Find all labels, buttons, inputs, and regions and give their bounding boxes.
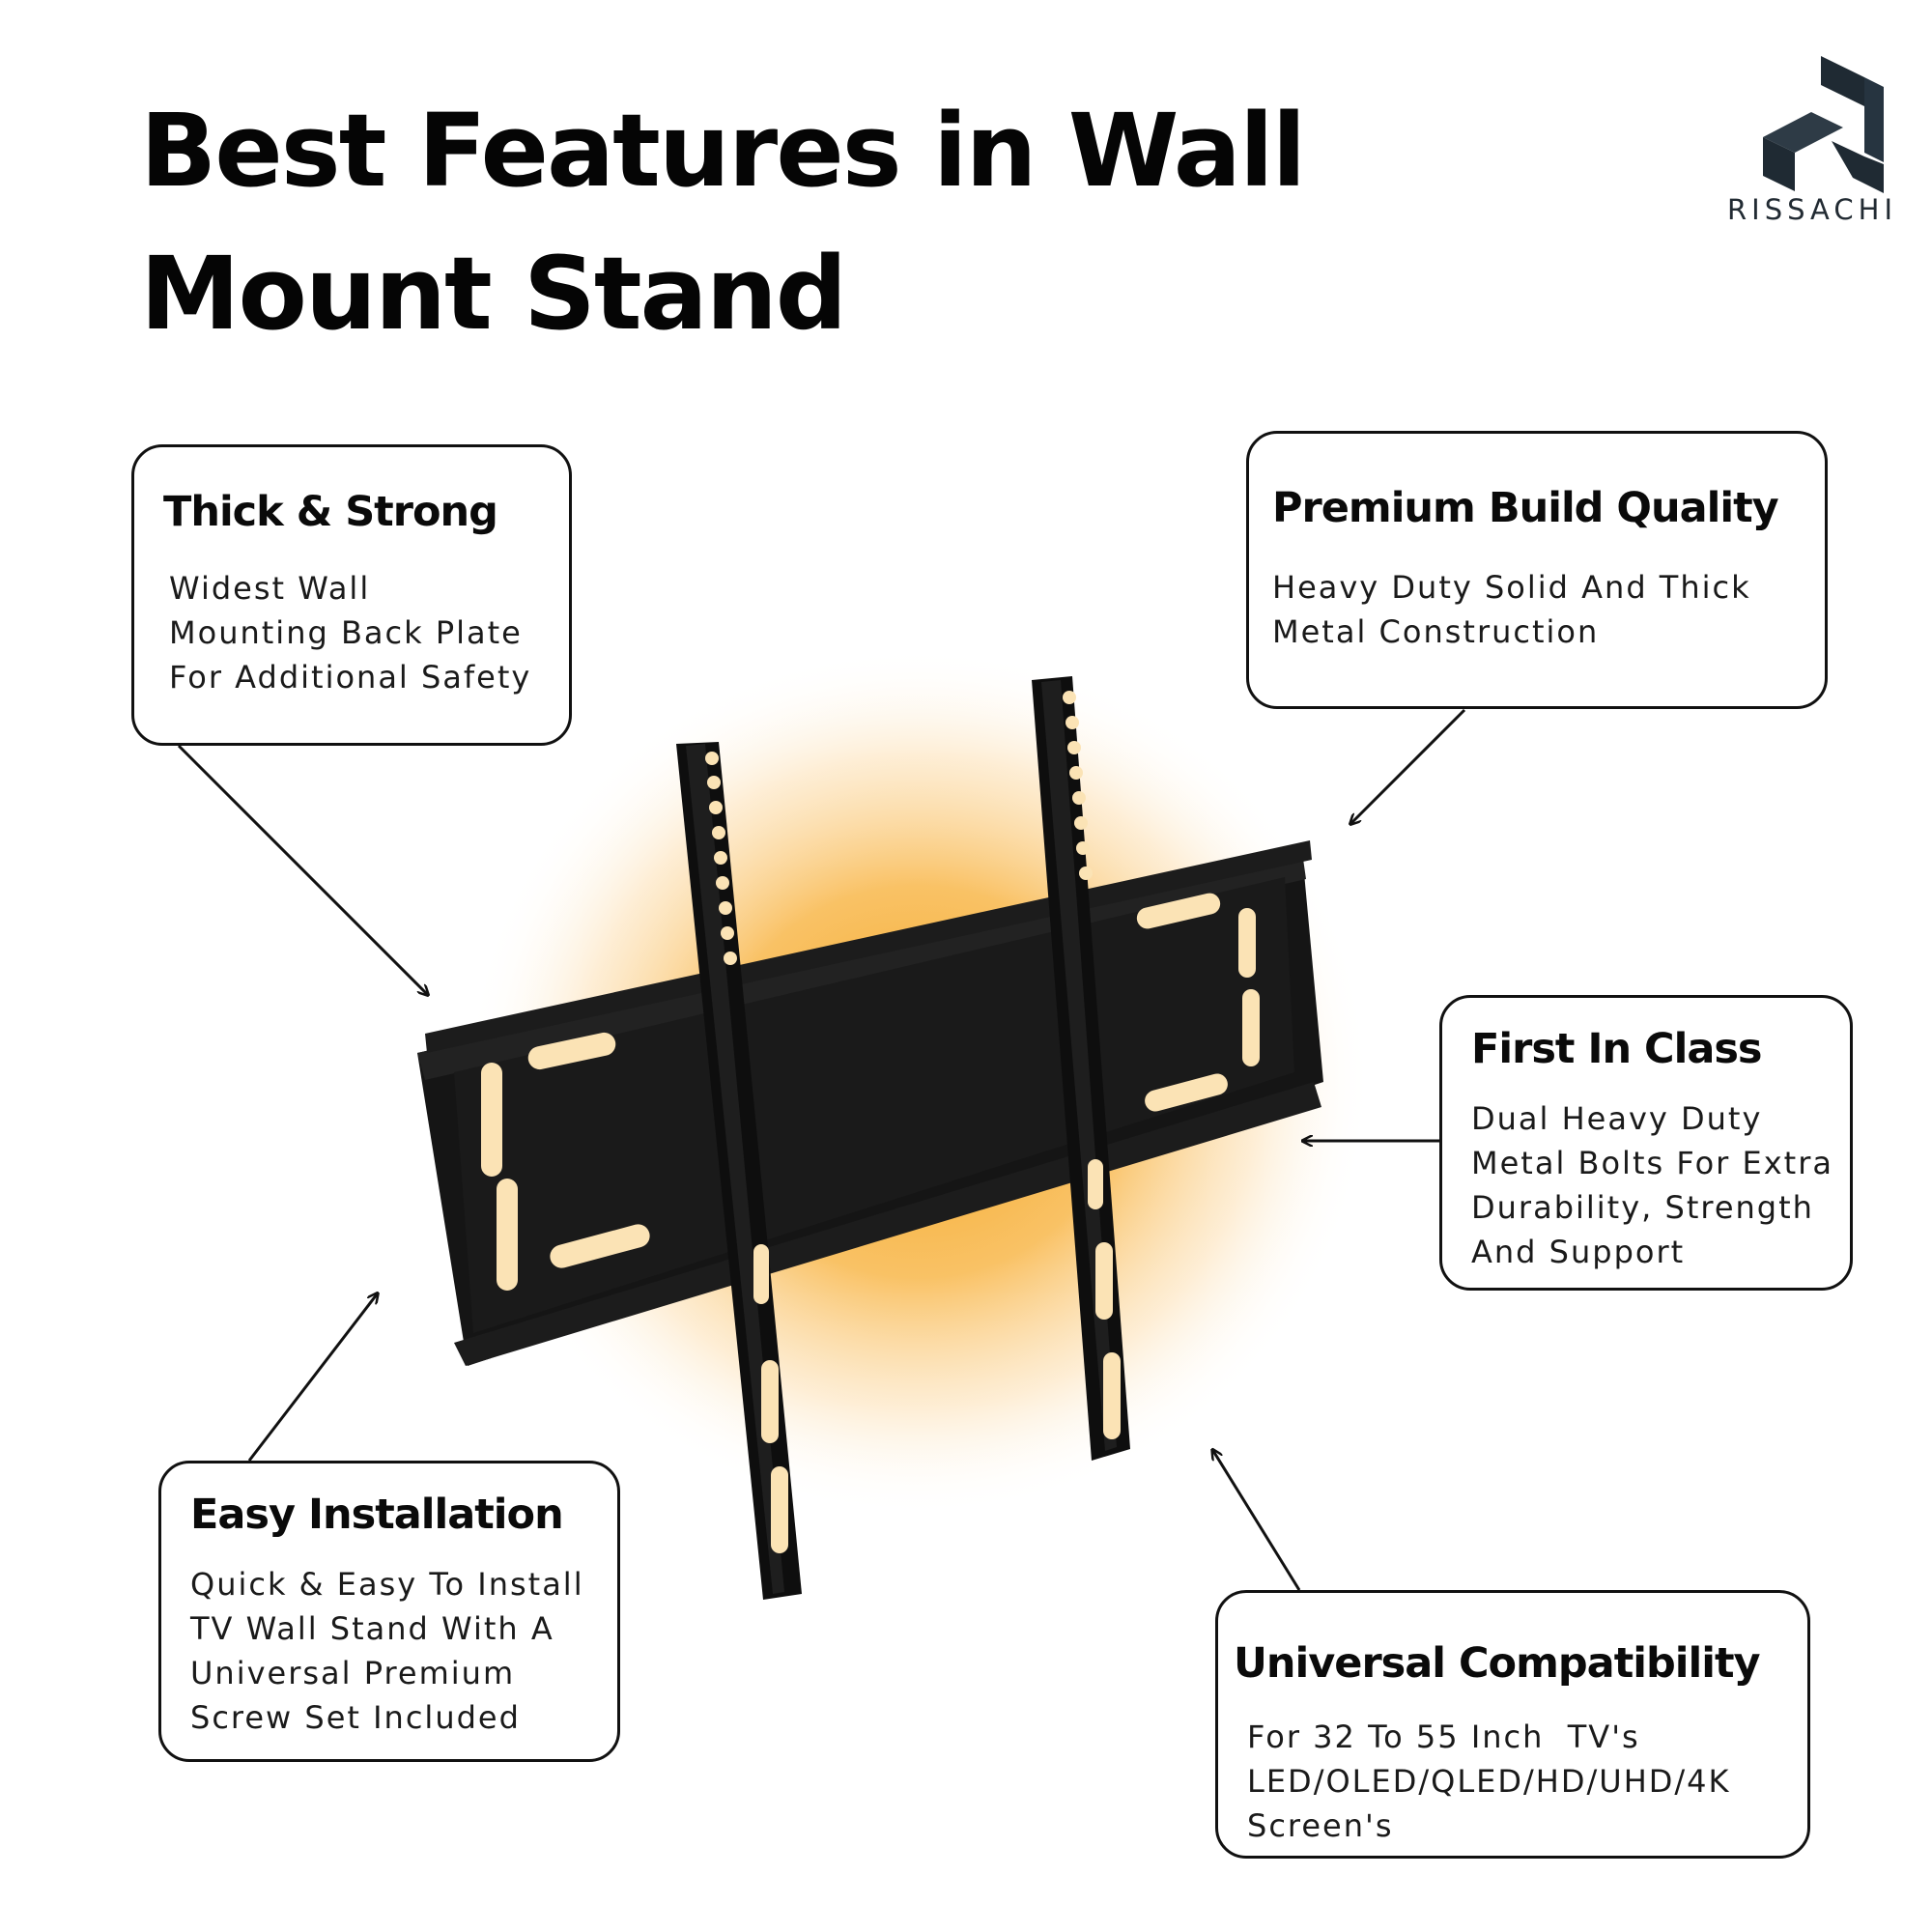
feature-heading: Universal Compatibility <box>1234 1639 1761 1688</box>
feature-card-premium-build: Premium Build Quality Heavy Duty Solid A… <box>1246 431 1828 709</box>
feature-card-easy-installation: Easy Installation Quick & Easy To Instal… <box>158 1461 620 1762</box>
feature-description: Quick & Easy To Install TV Wall Stand Wi… <box>190 1566 584 1736</box>
brand-name: RISSACHI <box>1727 193 1897 226</box>
left-arm-holes <box>705 752 788 1553</box>
feature-description: Heavy Duty Solid And Thick Metal Constru… <box>1272 569 1751 650</box>
brand-logo-icon <box>1763 56 1884 193</box>
right-arm-holes <box>1063 691 1121 1439</box>
feature-card-first-in-class: First In Class Dual Heavy Duty Metal Bol… <box>1439 995 1853 1291</box>
feature-description: For 32 To 55 Inch TV's LED/OLED/QLED/HD/… <box>1247 1719 1731 1844</box>
arrow-premium <box>1351 708 1466 823</box>
feature-heading: Premium Build Quality <box>1272 484 1779 532</box>
feature-description: Dual Heavy Duty Metal Bolts For Extra Du… <box>1471 1100 1833 1270</box>
arrow-thick <box>177 744 427 994</box>
feature-card-universal-compatibility: Universal Compatibility For 32 To 55 Inc… <box>1215 1590 1810 1859</box>
feature-heading: First In Class <box>1471 1025 1763 1073</box>
arrow-easy <box>247 1294 377 1462</box>
feature-heading: Easy Installation <box>190 1491 564 1539</box>
feature-description: Widest Wall Mounting Back Plate For Addi… <box>169 570 532 696</box>
arrow-universal <box>1213 1451 1301 1591</box>
arrows <box>177 708 1466 1591</box>
title-line-2: Mount Stand <box>140 235 847 353</box>
back-plate-slots <box>481 893 1260 1291</box>
feature-heading: Thick & Strong <box>163 488 498 536</box>
page-title: Best Features in Wall Mount Stand <box>140 79 1348 365</box>
feature-card-thick-strong: Thick & Strong Widest Wall Mounting Back… <box>131 444 572 746</box>
title-line-1: Best Features in Wall <box>140 92 1306 210</box>
